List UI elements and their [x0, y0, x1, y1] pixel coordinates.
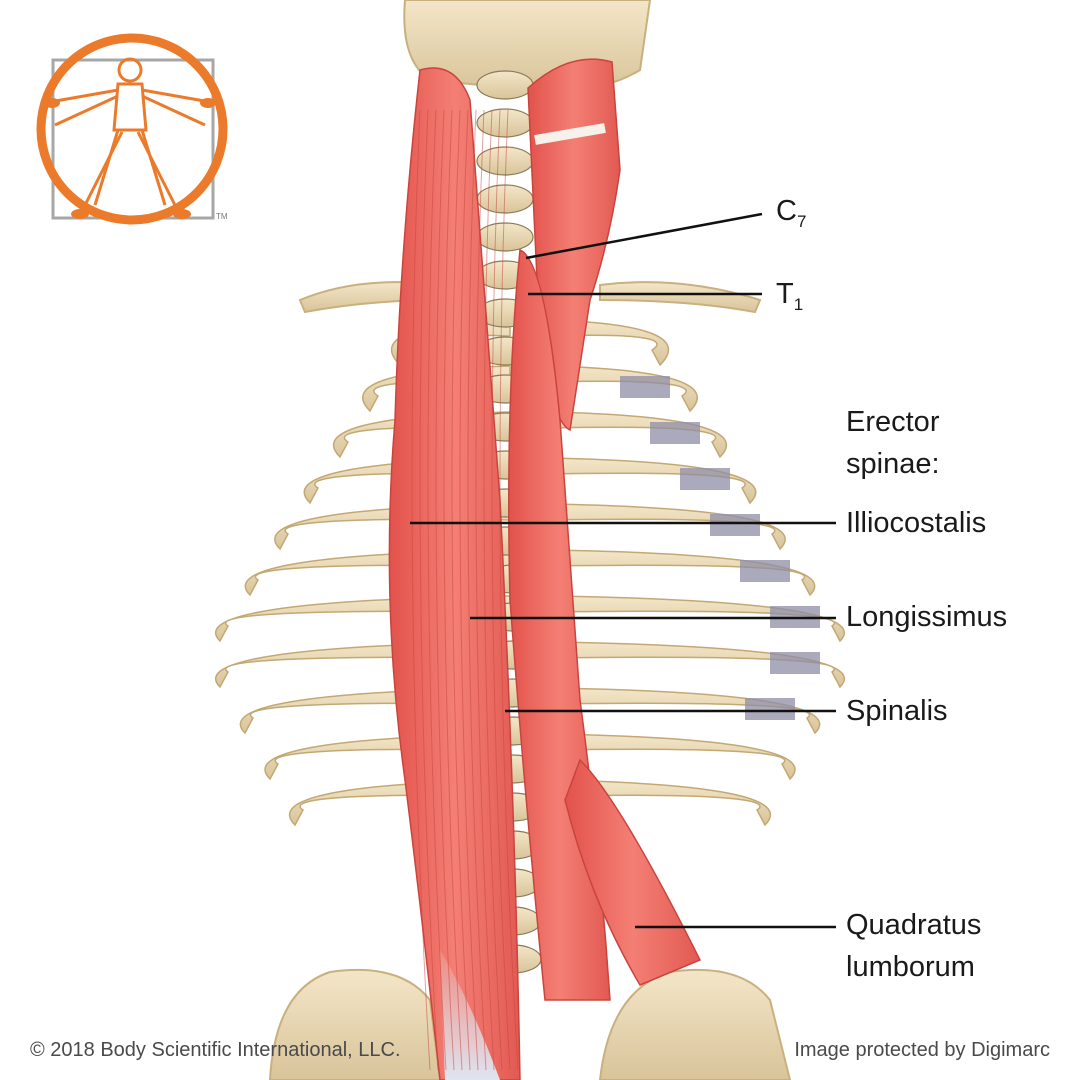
digimarc-notice: Image protected by Digimarc — [794, 1039, 1050, 1061]
label-c7: C7 — [776, 195, 807, 231]
label-spinalis: Spinalis — [846, 695, 948, 727]
muscle-fiber — [499, 109, 519, 1071]
intercostal-membrane — [770, 652, 820, 674]
intercostal-membrane — [650, 422, 700, 444]
label-erector-spinae-line1: Erector — [846, 406, 940, 438]
muscle-fiber — [467, 109, 487, 1071]
vertebra — [476, 108, 534, 138]
intercostal-membrane — [740, 560, 790, 582]
muscle-fiber — [491, 109, 511, 1071]
rib — [549, 595, 846, 643]
vertebra — [476, 222, 534, 252]
intercostal-membrane — [620, 376, 670, 398]
rib — [549, 687, 821, 735]
leader-c7 — [525, 212, 763, 260]
muscle-fiber — [459, 109, 479, 1071]
label-quadratus-line1: Quadratus — [846, 909, 982, 941]
vertebra — [476, 146, 534, 176]
label-illiocostalis: Illiocostalis — [846, 507, 987, 539]
trademark-mark: TM — [216, 212, 228, 221]
rib-cage — [214, 319, 846, 827]
intercostal-membrane — [710, 514, 760, 536]
muscle-fiber — [483, 109, 503, 1071]
muscle-fiber — [451, 109, 471, 1071]
intercostal-membrane — [680, 468, 730, 490]
label-quadratus-line2: lumborum — [846, 951, 975, 983]
rib — [549, 641, 846, 689]
muscle-fiber — [419, 109, 439, 1071]
label-longissimus: Longissimus — [846, 601, 1008, 633]
copyright-notice: © 2018 Body Scientific International, LL… — [30, 1039, 401, 1061]
intercostal-membrane — [745, 698, 795, 720]
muscle-fiber — [427, 109, 447, 1071]
muscle-fiber — [411, 109, 431, 1071]
muscle-fiber — [475, 109, 495, 1071]
label-erector-spinae-line2: spinae: — [846, 448, 940, 480]
muscle-fiber — [443, 109, 463, 1071]
vertebra — [476, 70, 534, 100]
pelvis — [268, 968, 792, 1080]
muscle-fiber — [435, 109, 455, 1071]
label-t1: T1 — [776, 278, 804, 314]
muscles — [388, 58, 702, 1080]
body-scientific-logo: TM — [36, 33, 228, 225]
leader-lines — [410, 212, 836, 929]
rib — [549, 733, 796, 781]
